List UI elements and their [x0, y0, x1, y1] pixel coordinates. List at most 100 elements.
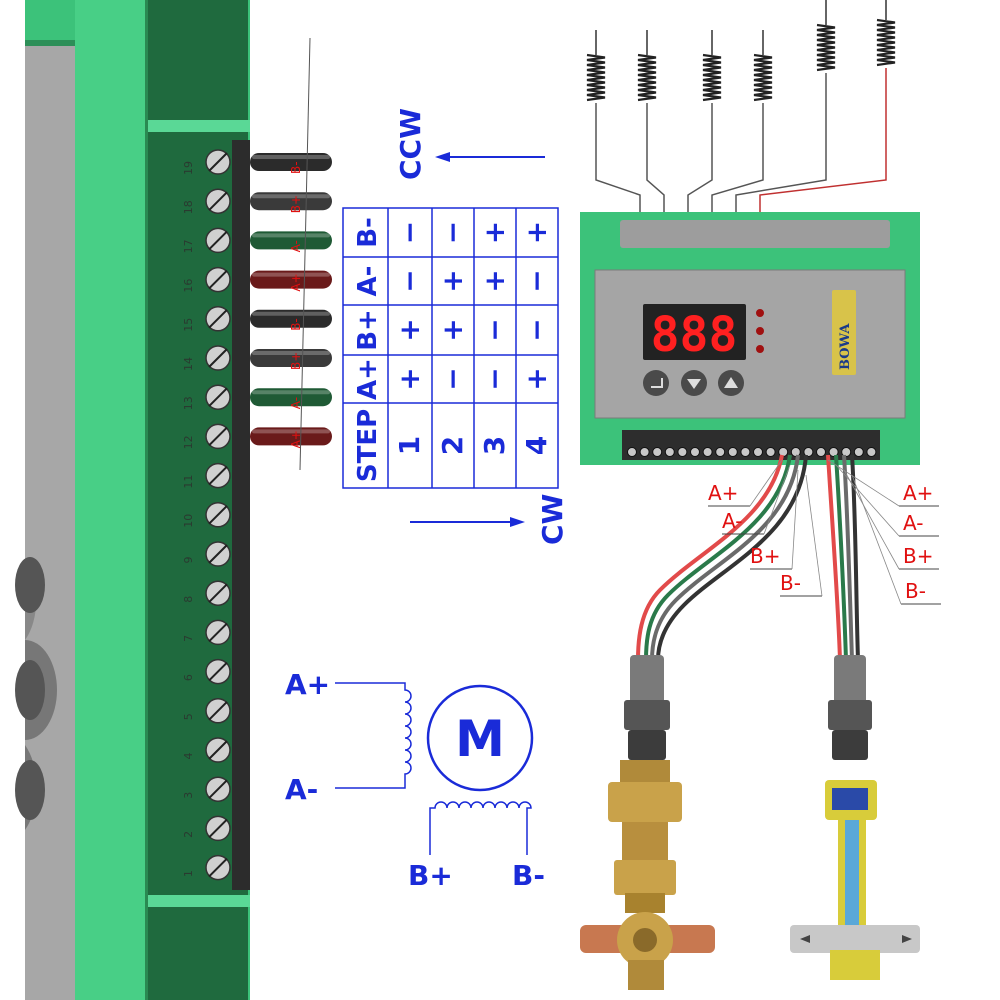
wire-label-17: A-	[289, 240, 303, 252]
table-cell-3-4: 4	[520, 436, 553, 455]
terminal-number-18: 18	[182, 200, 195, 214]
wire-label-13: A-	[289, 397, 303, 409]
wire-label-19: B-	[289, 161, 303, 174]
spring-coil-2	[702, 53, 722, 102]
terminal-number-3: 3	[182, 792, 195, 799]
ctrl-screw-0	[627, 447, 637, 457]
enter-button[interactable]	[643, 370, 669, 396]
enter-icon	[651, 378, 663, 388]
ctrl-screw-3	[664, 447, 675, 457]
table-header-0: B-	[353, 217, 383, 248]
wire-label-12: A+	[289, 430, 303, 448]
screw-slot-15	[208, 309, 228, 329]
ctrl-screw-16	[828, 447, 839, 457]
spring-wire-5	[759, 68, 887, 212]
table-cell-1-1: +	[436, 269, 469, 292]
spring-coil-4	[816, 23, 836, 72]
spring-coil-1	[637, 53, 657, 102]
table-cell-1-3: −	[436, 367, 469, 390]
up-arrow-icon	[724, 377, 738, 388]
down-arrow-icon	[687, 379, 701, 389]
table-cell-0-0: −	[393, 221, 426, 244]
ctrl-screw-14	[803, 447, 814, 457]
ctrl-screw-1	[639, 447, 650, 457]
terminal-number-7: 7	[182, 635, 195, 642]
wire-highlight-19	[252, 155, 330, 159]
terminal-wires: B-B+A-A+B-B+A-A+	[250, 153, 332, 448]
cw-label: CW	[536, 493, 569, 545]
wire-label-14: B+	[289, 352, 303, 370]
table-cell-2-1: +	[478, 269, 511, 292]
cable-pointer-left-0	[749, 459, 783, 507]
screw-slot-3	[208, 779, 228, 799]
spring-wire-3	[711, 103, 764, 212]
terminal-number-16: 16	[182, 279, 195, 293]
terminal-number-8: 8	[182, 596, 195, 603]
expansion-valve-cutaway	[790, 780, 920, 980]
terminal-number-13: 13	[182, 396, 195, 410]
cable-pointer-right-0	[827, 459, 900, 507]
table-cell-1-0: −	[436, 221, 469, 244]
terminal-number-1: 1	[182, 870, 195, 877]
screw-slot-9	[208, 544, 228, 564]
cable-label-right-1: A-	[903, 511, 923, 535]
terminal-number-6: 6	[182, 674, 195, 681]
table-cell-0-2: +	[393, 318, 426, 341]
ctrl-screw-2	[652, 447, 663, 457]
wire-label-15: B-	[289, 318, 303, 331]
ccw-arrow	[435, 152, 545, 162]
coil-b	[429, 801, 532, 855]
screw-slot-16	[208, 269, 228, 290]
cable-pointer-right-1	[835, 464, 900, 537]
wire-highlight-16	[252, 272, 330, 277]
cable-pointer-right-2	[843, 469, 900, 570]
spring-wire-4	[735, 73, 827, 212]
wire-terminal-17	[250, 231, 332, 250]
ctrl-screw-8	[727, 447, 738, 457]
terminal-number-2: 2	[182, 831, 195, 838]
ctrl-screw-17	[841, 447, 852, 457]
spring-wire-2	[687, 103, 713, 212]
step-sequence-table: B-A-B+A+STEP−−++1−++−2++−−3+−−+4	[342, 207, 559, 489]
ctrl-screw-15	[816, 447, 826, 457]
terminal-number-10: 10	[182, 514, 195, 528]
table-cell-0-1: −	[393, 269, 426, 292]
ctrl-screw-11	[765, 447, 776, 457]
table-cell-3-2: −	[520, 318, 553, 341]
cable-pointer-left-1	[763, 464, 791, 535]
motor-label-a-minus: A-	[285, 773, 318, 806]
screw-slot-2	[208, 818, 228, 839]
screw-slot-18	[208, 191, 228, 211]
cable-pointer-left-3	[805, 474, 823, 597]
screw-slot-4	[208, 740, 228, 760]
table-cell-2-0: +	[478, 221, 511, 244]
ctrl-screw-6	[702, 447, 713, 457]
terminal-number-4: 4	[182, 753, 195, 760]
motor-circle	[426, 684, 534, 792]
ctrl-screw-13	[790, 447, 801, 457]
guide-line	[299, 37, 311, 471]
led-display-text: 888	[651, 307, 738, 363]
motor-label-b-minus: B-	[512, 859, 545, 892]
terminal-number-19: 19	[182, 161, 195, 175]
screw-slot-13	[208, 387, 228, 407]
table-header-1: A-	[353, 266, 383, 297]
table-frame	[342, 207, 559, 489]
cable-pointer-left-2	[791, 469, 799, 570]
wire-label-18: B+	[289, 195, 303, 213]
cw-arrow	[410, 517, 525, 527]
cable-label-left-2: B+	[750, 544, 780, 568]
indicator-led-1	[756, 309, 764, 317]
ctrl-screw-10	[753, 447, 763, 457]
cable-label-left-0: A+	[708, 481, 738, 505]
terminal-number-15: 15	[182, 318, 195, 332]
screw-slot-8	[208, 583, 228, 603]
spring-coil-0	[586, 53, 606, 102]
motor-label-b-plus: B+	[408, 859, 453, 892]
wire-terminal-19	[250, 153, 332, 171]
controller-screws	[627, 447, 877, 457]
opening-1	[15, 557, 45, 613]
terminal-number-12: 12	[182, 435, 195, 449]
